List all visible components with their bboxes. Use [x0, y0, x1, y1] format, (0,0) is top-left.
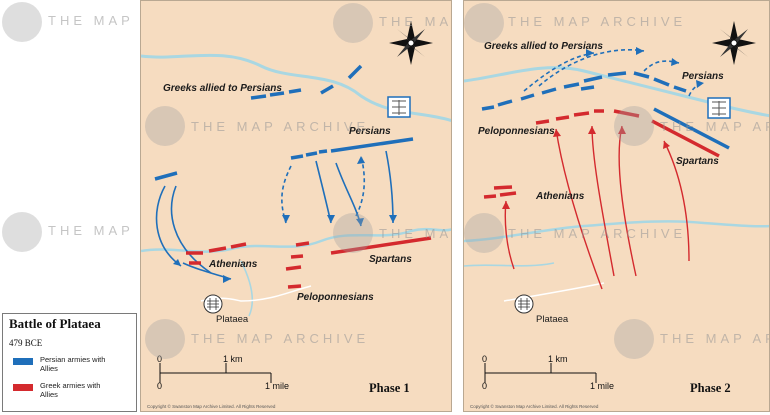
scale-bar [484, 363, 597, 383]
persian-units [481, 71, 730, 150]
persian-unit-greeks-allied [250, 64, 363, 100]
scale-zero-top: 0 [482, 354, 488, 364]
label-persians: Persians [349, 126, 391, 137]
scale-mile: 1 mile [590, 381, 615, 391]
river [464, 262, 555, 267]
watermark-logo [2, 212, 42, 252]
watermark-logo [614, 319, 654, 359]
legend-date: 479 BCE [9, 338, 43, 348]
river [240, 260, 253, 317]
label-peloponnesians: Peloponnesians [297, 292, 374, 303]
watermark-text: THE MAP ARCHIVE [191, 119, 370, 134]
legend-swatch-greek [13, 384, 33, 391]
watermark-text: THE MAP ARCHIVE [379, 226, 452, 241]
legend-label-persian: Persian armies with Allies [40, 355, 106, 373]
persian-movement-arrows [523, 48, 705, 97]
compass-rose-icon [712, 21, 756, 65]
scale-mile: 1 mile [265, 381, 290, 391]
watermark-logo [464, 3, 504, 43]
plataea-symbol [514, 294, 534, 314]
label-plataea: Plataea [536, 314, 569, 325]
river [464, 66, 769, 118]
legend-label-greek: Greek armies with Allies [40, 381, 101, 399]
label-greeks-allied: Greeks allied to Persians [163, 83, 282, 94]
scale-km: 1 km [223, 354, 243, 364]
watermark-logo [145, 319, 185, 359]
map-canvas-phase-1 [141, 21, 451, 383]
map-panel-phase-2: Greeks allied to Persians Persians Pelop… [463, 0, 770, 412]
scale-bar [159, 363, 272, 383]
greek-units [483, 109, 720, 199]
road [503, 282, 605, 302]
map-legend: Battle of Plataea 479 BCE Persian armies… [2, 313, 137, 412]
phase-label: Phase 2 [690, 381, 731, 395]
scale-km: 1 km [548, 354, 568, 364]
watermark-text: THE MAP ARCHIVE [508, 14, 687, 29]
greek-movement-arrows [504, 125, 690, 290]
plataea-symbol [203, 294, 223, 314]
watermark-logo [464, 213, 504, 253]
copyright: Copyright © Swanston Map Archive Limited… [147, 404, 276, 409]
watermark-text: THE MAP ARCHIVE [660, 331, 769, 346]
watermark-text: THE MAP ARCHIVE [191, 331, 370, 346]
watermark-logo [2, 2, 42, 42]
label-greeks-allied: Greeks allied to Persians [484, 41, 603, 52]
copyright: Copyright © Swanston Map Archive Limited… [470, 404, 599, 409]
watermark-text: THE MAP ARCHIVE [508, 226, 687, 241]
persian-arrowheads [173, 156, 397, 283]
compass-rose-icon [389, 21, 433, 65]
legend-swatch-persian [13, 358, 33, 365]
temple-symbol [707, 97, 731, 119]
label-persians: Persians [682, 71, 724, 82]
watermark-logo [614, 106, 654, 146]
persian-arrowheads [586, 47, 704, 88]
greek-arrowheads [502, 126, 670, 209]
label-peloponnesians: Peloponnesians [478, 126, 555, 137]
scale-zero-bottom: 0 [157, 381, 163, 391]
watermark-logo [333, 213, 373, 253]
label-spartans: Spartans [676, 156, 719, 167]
persian-unit-persians [154, 137, 414, 181]
label-athenians: Athenians [536, 191, 585, 202]
map-canvas-phase-2 [464, 21, 769, 383]
watermark-text: THE MAP ARCHIVE [379, 14, 452, 29]
greek-units [186, 236, 432, 289]
map-panel-phase-1: Greeks allied to Persians Persians Athen… [140, 0, 452, 412]
label-athenians: Athenians [209, 259, 258, 270]
scale-zero-top: 0 [157, 354, 163, 364]
phase-label: Phase 1 [369, 381, 410, 395]
legend-title: Battle of Plataea [9, 316, 101, 331]
label-spartans: Spartans [369, 254, 412, 265]
watermark-text: THE MAP ARCHIVE [660, 119, 769, 134]
label-plataea: Plataea [216, 314, 249, 325]
scale-zero-bottom: 0 [482, 381, 488, 391]
watermark-logo [145, 106, 185, 146]
watermark-logo [333, 3, 373, 43]
river [464, 220, 769, 243]
temple-symbol [387, 96, 411, 118]
